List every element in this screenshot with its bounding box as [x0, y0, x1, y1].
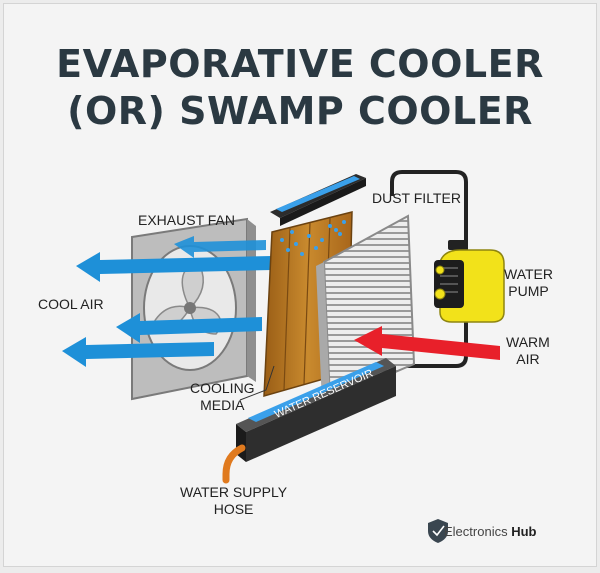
brand-name-part1: Electronics [444, 524, 508, 539]
label-cooling-media-line1: COOLING [190, 380, 255, 396]
label-water-supply-hose: WATER SUPPLY HOSE [180, 484, 287, 518]
label-water-pump: WATER PUMP [504, 266, 553, 300]
leader-lines [239, 365, 275, 401]
brand-name-part2: Hub [511, 524, 537, 539]
dust-filter [316, 214, 416, 404]
top-distributor [270, 174, 366, 226]
warm-air-arrow [354, 326, 500, 360]
label-exhaust-fan: EXHAUST FAN [138, 212, 235, 228]
water-supply-hose [222, 444, 246, 484]
label-cool-air: COOL AIR [38, 296, 104, 312]
cooler-diagram [62, 170, 505, 543]
label-cooling-media: COOLING MEDIA [190, 380, 255, 414]
label-warm-air-line2: AIR [516, 351, 540, 367]
water-pump [434, 240, 505, 323]
label-water-supply-hose-line2: HOSE [213, 501, 254, 517]
label-dust-filter: DUST FILTER [372, 190, 461, 206]
cool-air-arrows [62, 236, 272, 367]
label-warm-air: WARM AIR [506, 334, 550, 368]
label-cooling-media-line2: MEDIA [200, 397, 245, 413]
label-water-pump-line1: WATER [504, 266, 553, 282]
label-water-pump-line2: PUMP [508, 283, 549, 299]
title-line-1: EVAPORATIVE COOLER [56, 42, 544, 86]
infographic-frame: EVAPORATIVE COOLER (OR) SWAMP COOLER [3, 3, 597, 567]
label-warm-air-line1: WARM [506, 334, 550, 350]
label-water-supply-hose-line1: WATER SUPPLY [180, 484, 288, 500]
title-line-2: (OR) SWAMP COOLER [67, 89, 533, 133]
brand-name: Electronics Hub [444, 524, 536, 539]
shield-logo-icon [428, 519, 448, 543]
water-reservoir [236, 358, 396, 462]
